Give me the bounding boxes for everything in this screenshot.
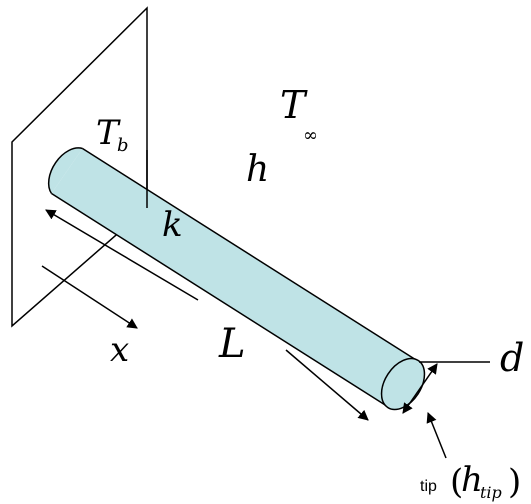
tip-pointer-arrow <box>426 412 447 459</box>
tip-coefficient-symbol: h <box>461 460 483 500</box>
ambient-temperature-symbol: T <box>280 83 308 127</box>
base-temperature-subscript: b <box>117 135 129 156</box>
fin-rod <box>47 147 426 411</box>
rod-base-cap <box>47 147 83 194</box>
label-heat-transfer-coefficient: h <box>246 149 269 190</box>
label-base-temperature: T b <box>96 113 129 156</box>
tip-word: tip <box>420 478 437 495</box>
label-ambient-temperature: T ∞ <box>280 83 318 146</box>
length-arrow-left <box>45 209 199 301</box>
label-length: L <box>218 321 246 367</box>
diameter-arrow <box>402 363 438 414</box>
label-position-x: x <box>110 330 129 370</box>
tip-open-paren: ( <box>450 462 463 502</box>
rod-top-edge <box>82 147 419 363</box>
label-diameter: d <box>500 336 524 380</box>
label-conductivity: k <box>162 205 183 245</box>
ambient-temperature-subscript: ∞ <box>303 125 318 146</box>
x-direction-arrow <box>41 265 138 329</box>
rod-body <box>51 148 419 407</box>
rod-bottom-edge <box>51 192 388 408</box>
base-temperature-symbol: T <box>96 113 121 153</box>
label-tip: tip ( h tip ) <box>420 460 521 502</box>
tip-coefficient-subscript: tip <box>480 483 502 502</box>
length-arrow-right <box>285 349 369 421</box>
tip-close-paren: ) <box>508 462 521 502</box>
